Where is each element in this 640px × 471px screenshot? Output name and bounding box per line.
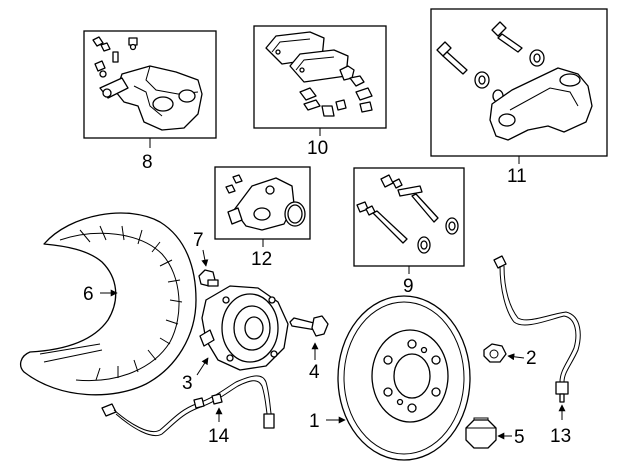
caliper-bleeder-fittings (92, 36, 138, 78)
bracket-bolts (436, 21, 523, 75)
callout-3: 3 (182, 373, 193, 394)
callout-1: 1 (309, 411, 320, 432)
callout-2: 2 (526, 348, 537, 369)
callout-7: 7 (193, 230, 204, 251)
callout-8: 8 (142, 152, 153, 173)
brake-hose (493, 255, 581, 403)
callout-14: 14 (208, 426, 230, 447)
splash-shield (19, 212, 197, 396)
callout-6: 6 (83, 284, 94, 305)
pad-clips-hardware (299, 65, 373, 117)
callout-4: 4 (309, 362, 320, 383)
hub-bolt (289, 315, 329, 337)
brake-pad-set (265, 31, 349, 83)
caliper-bracket-group-box (430, 8, 608, 157)
guide-pins-and-boots (356, 174, 459, 254)
hub-bearing-assembly (199, 285, 289, 371)
caliper-body (99, 65, 203, 131)
wheel-nut-small (483, 343, 507, 363)
shield-bolt (198, 269, 219, 287)
callout-9: 9 (403, 276, 414, 297)
abs-wheel-speed-sensor (101, 375, 275, 436)
callout-5: 5 (514, 427, 525, 448)
brake-rotor (337, 295, 471, 461)
caliper-bracket (489, 67, 593, 141)
brake-pads-group-box (253, 25, 387, 129)
guide-pin-kit-box (353, 167, 465, 267)
callout-12: 12 (251, 249, 272, 270)
motor-seal-ring (284, 201, 306, 227)
caliper-group-box (83, 30, 217, 139)
callout-10: 10 (307, 138, 328, 159)
parking-brake-motor (227, 177, 295, 231)
parking-motor-group-box (214, 166, 311, 240)
lug-nut (465, 417, 497, 449)
callout-11: 11 (507, 166, 527, 187)
bracket-boots (474, 49, 545, 103)
motor-bolts (225, 174, 243, 194)
callout-13: 13 (550, 426, 571, 447)
